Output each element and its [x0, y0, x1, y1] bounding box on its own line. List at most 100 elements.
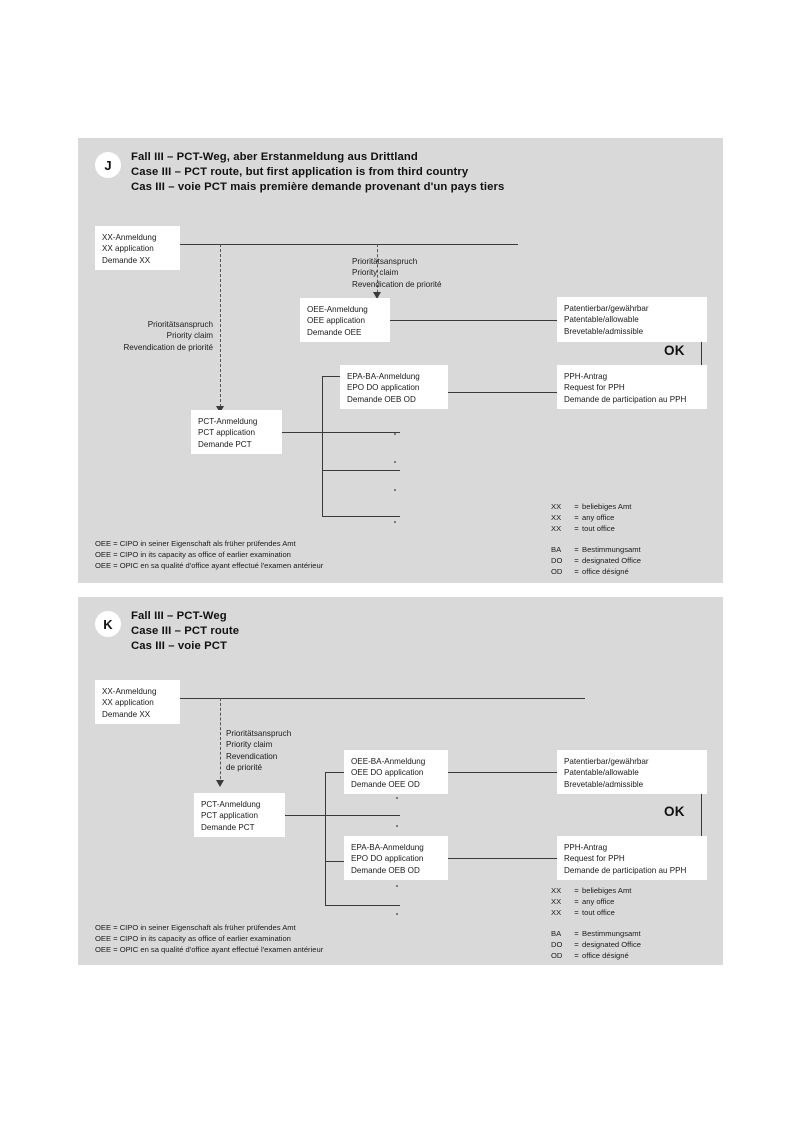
legend-row: OD = office désigné	[551, 950, 641, 961]
box-line-fr: Demande XX	[102, 255, 151, 265]
arrow-xx-to-pct	[215, 406, 224, 413]
connector-xx-to-pct-dashed	[220, 244, 221, 412]
title-line-en: Case III – PCT route	[131, 625, 240, 638]
legend-line-fr: OEE = OPIC en sa qualité d'office ayant …	[95, 945, 324, 955]
box-pct-application-j: PCT-Anmeldung PCT application Demande PC…	[191, 410, 282, 454]
connector-pct-bus-stub-3	[322, 516, 400, 517]
connector-epa-to-pph-k	[448, 858, 635, 859]
arrow-xx-to-pct-k	[215, 780, 224, 787]
legend-equals: =	[574, 908, 579, 918]
box-pph-request-j: PPH-Antrag Request for PPH Demande de pa…	[557, 365, 707, 409]
box-line-en: OEE DO application	[351, 768, 424, 778]
legend-equals: =	[574, 567, 579, 577]
legend-oee-k: OEE = CIPO in seiner Eigenschaft als frü…	[95, 922, 323, 956]
connector-pct-bus-spine	[322, 376, 323, 516]
label-priority-claim-top-j: Prioritätsanspruch Priority claim Revend…	[352, 256, 442, 290]
label-line-fr1: Revendication	[226, 751, 278, 761]
box-line-de: OEE-BA-Anmeldung	[351, 757, 426, 766]
connector-pct-bus-spine-k	[325, 772, 326, 905]
box-line-de: PPH-Antrag	[564, 372, 608, 381]
legend-key: BA	[551, 928, 562, 938]
box-line-en: EPO DO application	[351, 854, 424, 864]
label-priority-claim-left-j: Prioritätsanspruch Priority claim Revend…	[13, 319, 213, 353]
title-line-en: Case III – PCT route, but first applicat…	[131, 166, 469, 179]
connector-pct-bus-stub-2	[322, 470, 400, 471]
box-line-de: PPH-Antrag	[564, 843, 608, 852]
legend-value: any office	[582, 513, 615, 523]
box-line-fr: Brevetable/admissible	[564, 779, 644, 789]
legend-row: XX = tout office	[551, 523, 641, 534]
ellipsis-dot	[396, 913, 398, 915]
legend-line-en: OEE = CIPO in its capacity as office of …	[95, 550, 291, 560]
legend-value: beliebiges Amt	[582, 502, 632, 511]
legend-abbreviations-k: XX = beliebiges Amt XX = any office XX =…	[551, 885, 641, 961]
legend-row: DO = designated Office	[551, 939, 641, 950]
panel-badge-j: J	[95, 152, 121, 178]
label-line-en: Priority claim	[166, 331, 213, 341]
panel-case-k: K Fall III – PCT-Weg Case III – PCT rout…	[78, 597, 723, 965]
legend-key: XX	[551, 513, 562, 523]
box-line-de: Patentierbar/gewährbar	[564, 304, 649, 313]
ellipsis-dot	[394, 433, 396, 435]
box-line-en: Patentable/allowable	[564, 315, 639, 325]
box-pph-request-k: PPH-Antrag Request for PPH Demande de pa…	[557, 836, 707, 880]
legend-row: XX = beliebiges Amt	[551, 885, 641, 896]
box-oee-application-j: OEE-Anmeldung OEE application Demande OE…	[300, 298, 390, 342]
connector-oee-to-patentable	[390, 320, 635, 321]
ellipsis-dot	[394, 461, 396, 463]
connector-patentable-to-pph-k	[701, 793, 702, 845]
connector-patentable-to-pph	[701, 335, 702, 382]
legend-oee-j: OEE = CIPO in seiner Eigenschaft als frü…	[95, 538, 323, 572]
box-line-de: PCT-Anmeldung	[201, 800, 261, 809]
title-line-fr: Cas III – voie PCT	[131, 640, 227, 653]
label-line-fr: Revendication de priorité	[123, 342, 213, 352]
box-pct-application-k: PCT-Anmeldung PCT application Demande PC…	[194, 793, 285, 837]
ellipsis-dot	[394, 489, 396, 491]
box-line-fr: Demande PCT	[198, 439, 252, 449]
connector-pct-to-bus-k	[285, 815, 400, 816]
connector-xx-horizontal	[180, 244, 518, 245]
legend-value: office désigné	[582, 951, 629, 961]
box-line-fr: Demande OEE	[307, 327, 362, 337]
box-line-fr: Demande de participation au PPH	[564, 865, 687, 875]
connector-oee-ba-to-patentable-k	[448, 772, 635, 773]
legend-equals: =	[574, 524, 579, 534]
box-line-fr: Demande PCT	[201, 822, 255, 832]
legend-line-fr: OEE = OPIC en sa qualité d'office ayant …	[95, 561, 324, 571]
box-line-en: Request for PPH	[564, 383, 625, 393]
connector-xx-to-oee-dashed	[377, 244, 378, 298]
connector-pct-bus-stub-3-k	[325, 905, 400, 906]
legend-row: XX = any office	[551, 512, 641, 523]
legend-equals: =	[574, 928, 579, 938]
legend-equals: =	[574, 544, 579, 554]
legend-equals: =	[574, 513, 579, 523]
legend-key: OD	[551, 567, 563, 577]
panel-badge-k: K	[95, 611, 121, 637]
box-line-fr: Brevetable/admissible	[564, 326, 644, 336]
connector-pct-to-bus	[282, 432, 400, 433]
label-line-fr: Revendication de priorité	[352, 279, 442, 289]
box-line-fr: Demande XX	[102, 709, 151, 719]
legend-key: XX	[551, 524, 562, 534]
label-priority-claim-k: Prioritätsanspruch Priority claim Revend…	[226, 728, 291, 774]
box-line-en: XX application	[102, 244, 154, 254]
legend-line-de: OEE = CIPO in seiner Eigenschaft als frü…	[95, 923, 296, 932]
box-line-en: EPO DO application	[347, 383, 420, 393]
legend-value: office désigné	[582, 567, 629, 577]
arrow-xx-to-oee	[372, 292, 381, 299]
box-patentable-k: Patentierbar/gewährbar Patentable/allowa…	[557, 750, 707, 794]
box-oee-do-application-k: OEE-BA-Anmeldung OEE DO application Dema…	[344, 750, 448, 794]
box-patentable-j: Patentierbar/gewährbar Patentable/allowa…	[557, 297, 707, 342]
legend-abbreviations-j: XX = beliebiges Amt XX = any office XX =…	[551, 501, 641, 577]
ok-label-k: OK	[664, 804, 685, 819]
box-line-de: XX-Anmeldung	[102, 233, 157, 242]
legend-value: Bestimmungsamt	[582, 544, 641, 554]
label-line-fr2: de priorité	[226, 763, 262, 773]
box-line-fr: Demande OEE OD	[351, 779, 420, 789]
panel-title-j: Fall III – PCT-Weg, aber Erstanmeldung a…	[131, 150, 504, 196]
box-line-de: OEE-Anmeldung	[307, 305, 368, 314]
legend-row: BA = Bestimmungsamt	[551, 544, 641, 555]
ok-label-j: OK	[664, 343, 685, 358]
ellipsis-dot	[396, 797, 398, 799]
legend-value: tout office	[582, 908, 615, 918]
